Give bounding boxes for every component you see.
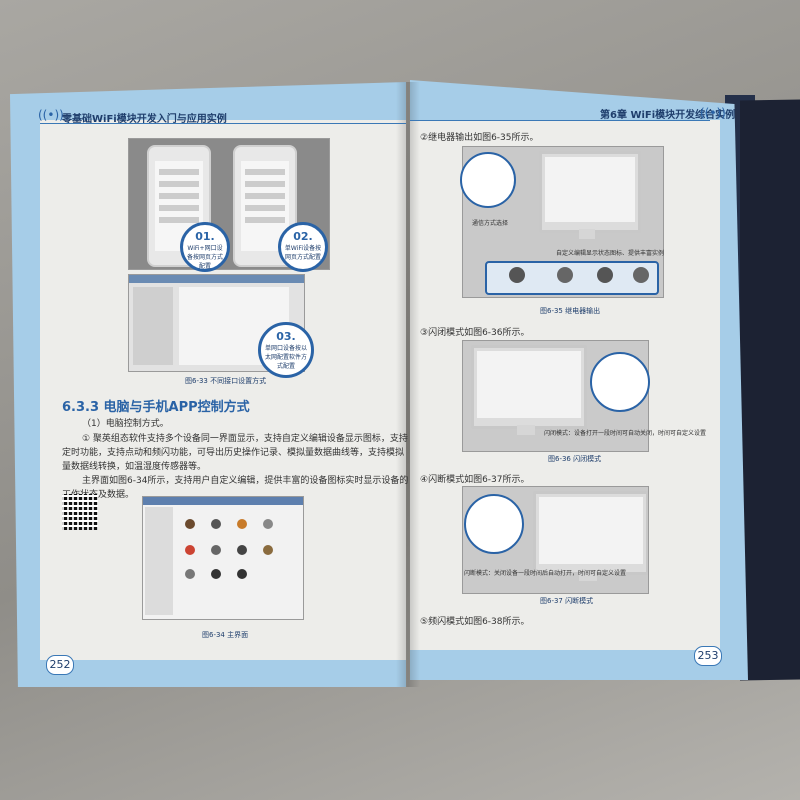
- annotation: 自定义编辑显示状态图标、提供丰富实例: [556, 250, 665, 257]
- monitor: [471, 345, 587, 429]
- book-gutter: [396, 82, 420, 687]
- annotation: 闪闭模式：设备打开一段时间可自动关闭，时间可自定义设置: [544, 430, 707, 437]
- paragraph: 定时功能，支持点动和频闪功能，可导出历史操作记录、模拟量数据曲线等，支持模拟: [62, 448, 405, 458]
- figure-6-36-caption: 图6-36 闪闭模式: [548, 455, 602, 463]
- zoom-callout: [460, 152, 516, 208]
- annotation: 通信方式选择: [472, 220, 509, 227]
- annotation: 闪断模式：关闭设备一段时间后自动打开，时间可自定义设置: [464, 570, 627, 577]
- bubble-lan-only: 03.单网口设备按以太网配置软件方式配置: [258, 322, 314, 378]
- book-hardcover: [740, 99, 800, 681]
- left-running-header: 零基础WiFi模块开发入门与应用实例: [62, 114, 227, 125]
- list-item: ④闪断模式如图6-37所示。: [420, 475, 530, 485]
- header-rule: [40, 123, 406, 124]
- page-number-right: 253: [694, 646, 722, 666]
- bubble-wifi-only: 02.单WiFi设备按网页方式配置: [278, 222, 328, 272]
- figure-6-34-main-interface: [142, 496, 304, 620]
- qr-code: [62, 494, 98, 530]
- zoom-callout: [590, 352, 650, 412]
- list-item: ②继电器输出如图6-35所示。: [420, 133, 539, 143]
- section-title: 6.3.3 电脑与手机APP控制方式: [62, 400, 250, 415]
- zoom-callout: [464, 494, 524, 554]
- monitor-stand: [517, 425, 535, 435]
- paragraph: （1）电脑控制方式。: [82, 419, 169, 429]
- monitor: [533, 491, 648, 575]
- wifi-icon: ((•)): [700, 106, 726, 120]
- figure-6-33-caption: 图6-33 不同接口设置方式: [185, 377, 267, 385]
- bubble-wifi-lan: 01.WiFi+网口设备按网页方式配置: [180, 222, 230, 272]
- header-rule: [410, 120, 710, 121]
- right-running-header: 第6章 WiFi模块开发综合实例: [600, 110, 736, 121]
- paragraph: 主界面如图6-34所示，支持用户自定义编辑，提供丰富的设备图标实时显示设备的: [82, 476, 409, 486]
- figure-6-35-caption: 图6-35 继电器输出: [540, 307, 601, 315]
- page-number-left: 252: [46, 655, 74, 675]
- paragraph: ① 聚英组态软件支持多个设备同一界面显示，支持自定义编辑设备显示图标，支持: [82, 434, 408, 444]
- monitor-stand: [579, 571, 597, 581]
- list-item: ⑤频闪模式如图6-38所示。: [420, 617, 530, 627]
- figure-6-34-caption: 图6-34 主界面: [202, 631, 249, 639]
- paragraph: 量数据线转换，如温湿度传感器等。: [62, 462, 207, 472]
- figure-6-37-caption: 图6-37 闪断模式: [540, 597, 594, 605]
- monitor: [539, 151, 641, 233]
- paragraph: 工作状态及数据。: [62, 490, 135, 500]
- monitor-stand: [579, 229, 595, 239]
- list-item: ③闪闭模式如图6-36所示。: [420, 328, 530, 338]
- wifi-icon: ((•)): [38, 108, 64, 122]
